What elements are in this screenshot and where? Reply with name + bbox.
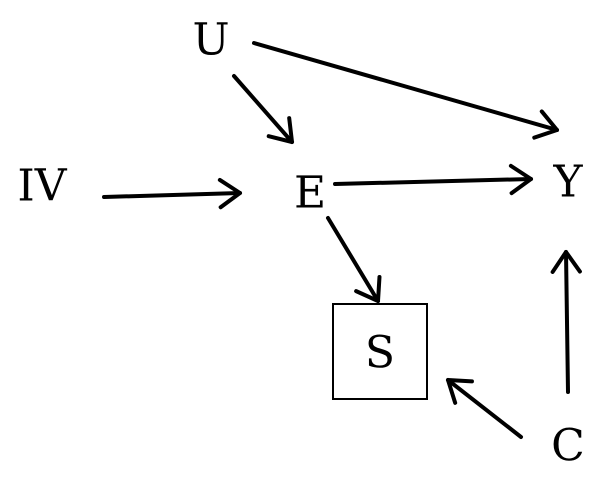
arrowhead-E-to-Y	[508, 163, 533, 196]
edges-group	[102, 41, 582, 439]
arrowhead-C-to-Y	[550, 250, 582, 274]
edge-C-to-Y	[564, 250, 570, 394]
arrowhead-E-to-S	[354, 275, 382, 303]
arrowhead-U-to-Y	[532, 109, 559, 140]
edge-U-to-Y	[252, 41, 559, 132]
edge-C-to-S	[446, 378, 523, 439]
edge-E-to-S	[326, 216, 380, 303]
edge-U-to-E	[232, 74, 294, 144]
node-S-box	[332, 303, 428, 400]
node-C: C	[551, 421, 585, 472]
node-IV: IV	[17, 161, 67, 212]
node-U: U	[192, 15, 229, 66]
arrowhead-C-to-S	[446, 378, 474, 405]
arrowhead-U-to-E	[266, 116, 294, 144]
edge-IV-to-E	[102, 191, 242, 199]
arrowhead-IV-to-E	[217, 177, 242, 210]
node-Y: Y	[552, 157, 583, 208]
node-S: S	[365, 328, 395, 379]
edge-E-to-Y	[333, 177, 533, 186]
node-E: E	[294, 168, 326, 219]
